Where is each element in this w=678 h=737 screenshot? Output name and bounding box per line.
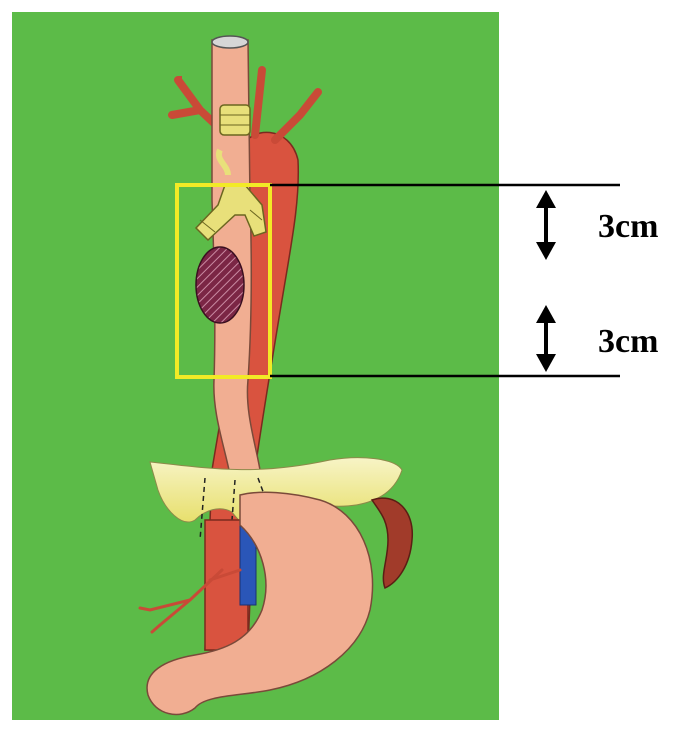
upper-distance-label: 3cm (598, 208, 658, 245)
double-arrow-vertical-icon (536, 190, 556, 260)
lower-distance-label: 3cm (598, 323, 658, 360)
double-arrow-vertical-icon (536, 305, 556, 372)
tumor (196, 247, 244, 323)
